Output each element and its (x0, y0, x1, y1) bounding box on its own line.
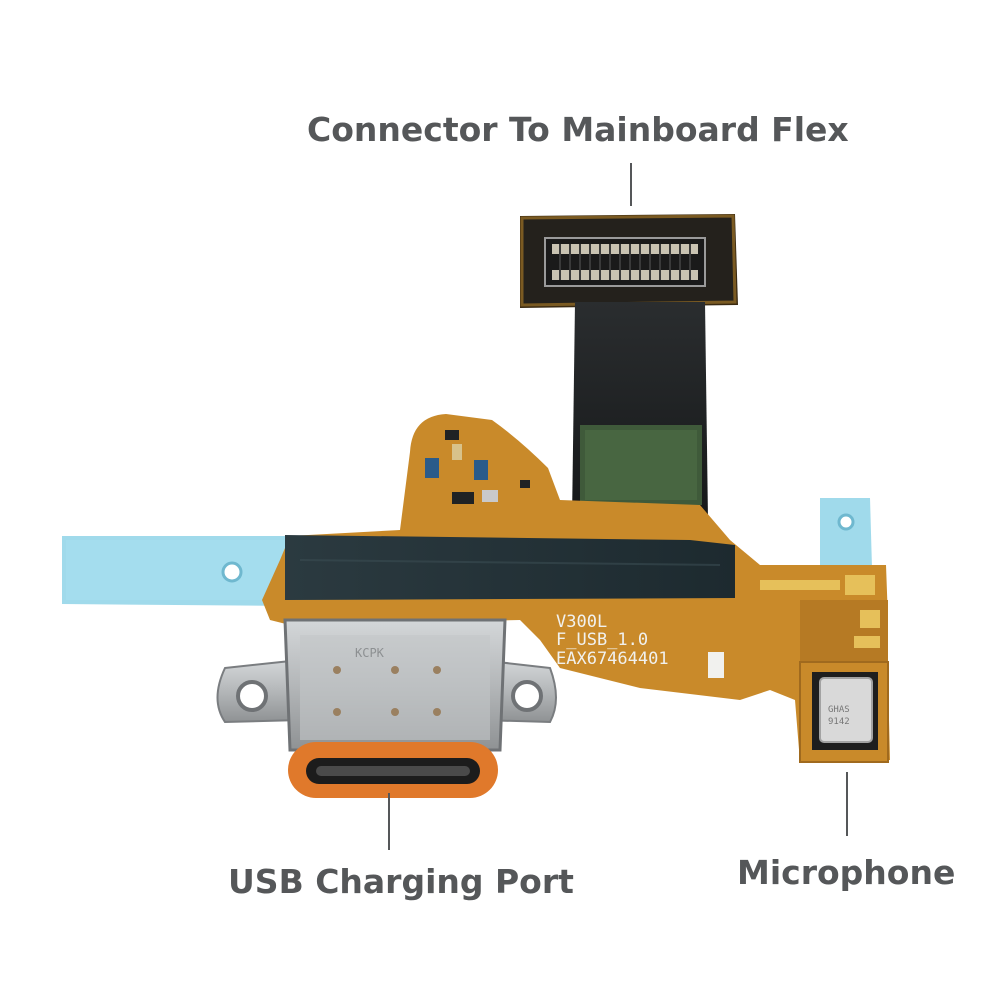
pcb-pads (760, 575, 880, 648)
port-marking: KCPK (355, 646, 385, 660)
usb-leader-line (388, 793, 390, 850)
microphone-module: GHAS 9142 (799, 661, 889, 763)
smd-components (425, 430, 530, 504)
connector-leader-line (630, 163, 632, 206)
microphone-callout-label: Microphone (737, 853, 956, 892)
marking-code: EAX67464401 (556, 649, 669, 669)
microphone-leader-line (846, 772, 848, 836)
marking-model: V300L (556, 612, 607, 632)
mic-marking-2: 9142 (828, 717, 850, 727)
port-gasket (288, 742, 498, 798)
silkscreen-markings: V300L F_USB_1.0 EAX67464401 (556, 612, 724, 678)
usb-port-callout-label: USB Charging Port (228, 862, 574, 901)
usb-c-port: KCPK (216, 618, 557, 798)
mainboard-connector (520, 214, 738, 308)
shield-tape (285, 535, 735, 600)
right-stiffener-tab (820, 498, 872, 568)
ribbon-flex (572, 302, 708, 520)
marking-part: F_USB_1.0 (556, 630, 648, 650)
connector-callout-label: Connector To Mainboard Flex (307, 110, 849, 149)
mic-marking-1: GHAS (828, 705, 850, 715)
connector-pins (552, 244, 698, 280)
left-stiffener-tab (62, 536, 292, 606)
